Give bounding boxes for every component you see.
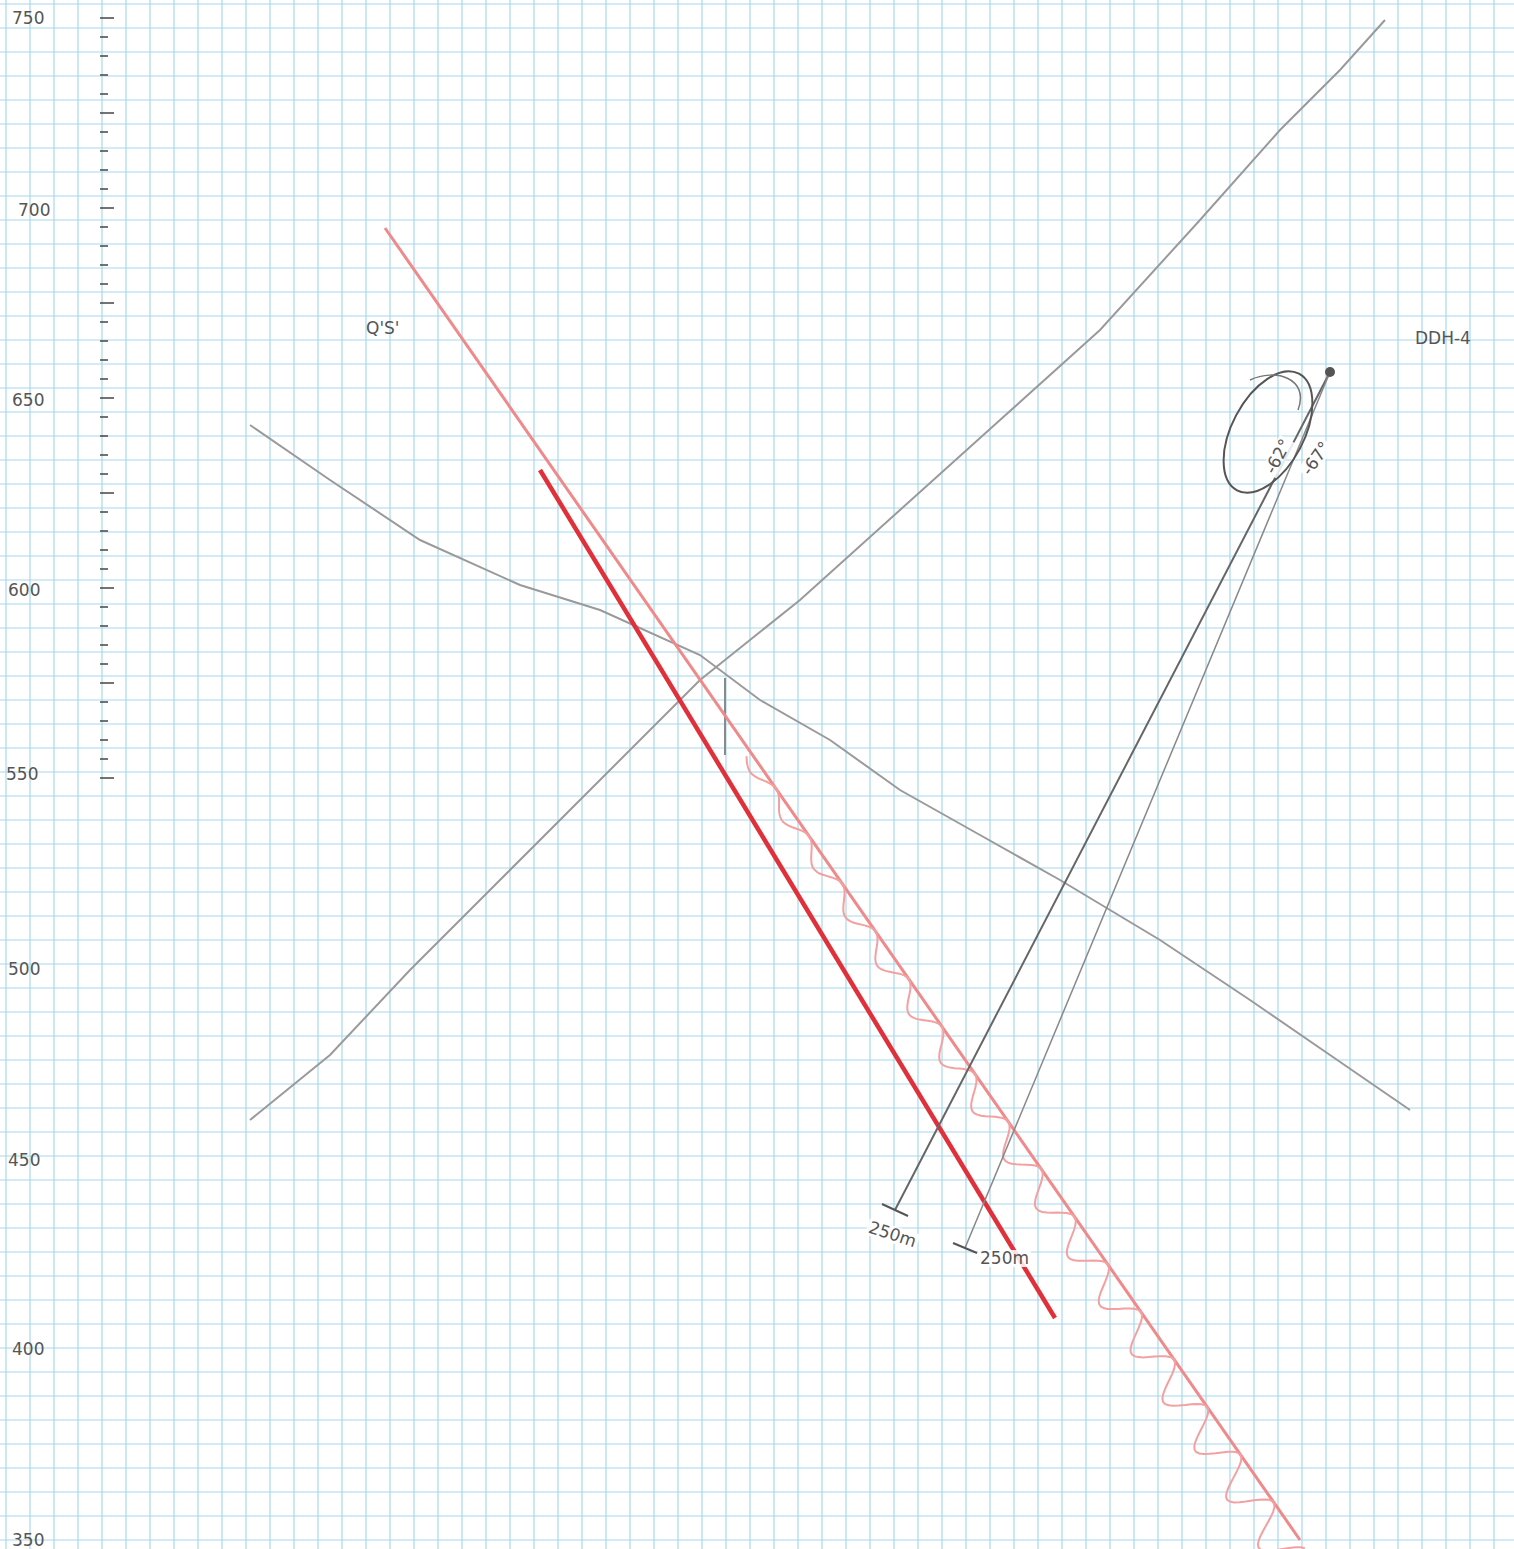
hole-depth: 250m	[865, 1218, 921, 1251]
section-label: Q'S'	[366, 320, 400, 337]
hole-depth: 250m	[978, 1250, 1031, 1267]
axis-value: 700	[18, 202, 50, 219]
assay-trace	[747, 756, 1305, 1549]
axis-value: 350	[12, 1532, 44, 1549]
hole-end	[882, 1204, 908, 1216]
collar-circle	[1205, 357, 1331, 507]
contact-line	[250, 425, 1410, 1110]
axis-value: 450	[8, 1152, 40, 1169]
axis-value: 500	[8, 961, 40, 978]
axis-value: 400	[12, 1341, 44, 1358]
axis-value: 650	[12, 392, 44, 409]
hole-name: DDH-4	[1415, 330, 1471, 347]
drill-trace	[965, 372, 1330, 1248]
axis-value: 550	[6, 766, 38, 783]
collar-arc	[1250, 375, 1300, 410]
dip-angle: -62°	[1261, 435, 1295, 479]
hole-end	[953, 1243, 977, 1253]
axis-value: 750	[12, 10, 44, 27]
vein-line	[540, 470, 1055, 1318]
topography-line	[250, 20, 1385, 1120]
collar-point	[1325, 367, 1335, 377]
axis-value: 600	[8, 582, 40, 599]
drill-trace	[895, 372, 1330, 1210]
axis-ticks	[100, 18, 114, 778]
